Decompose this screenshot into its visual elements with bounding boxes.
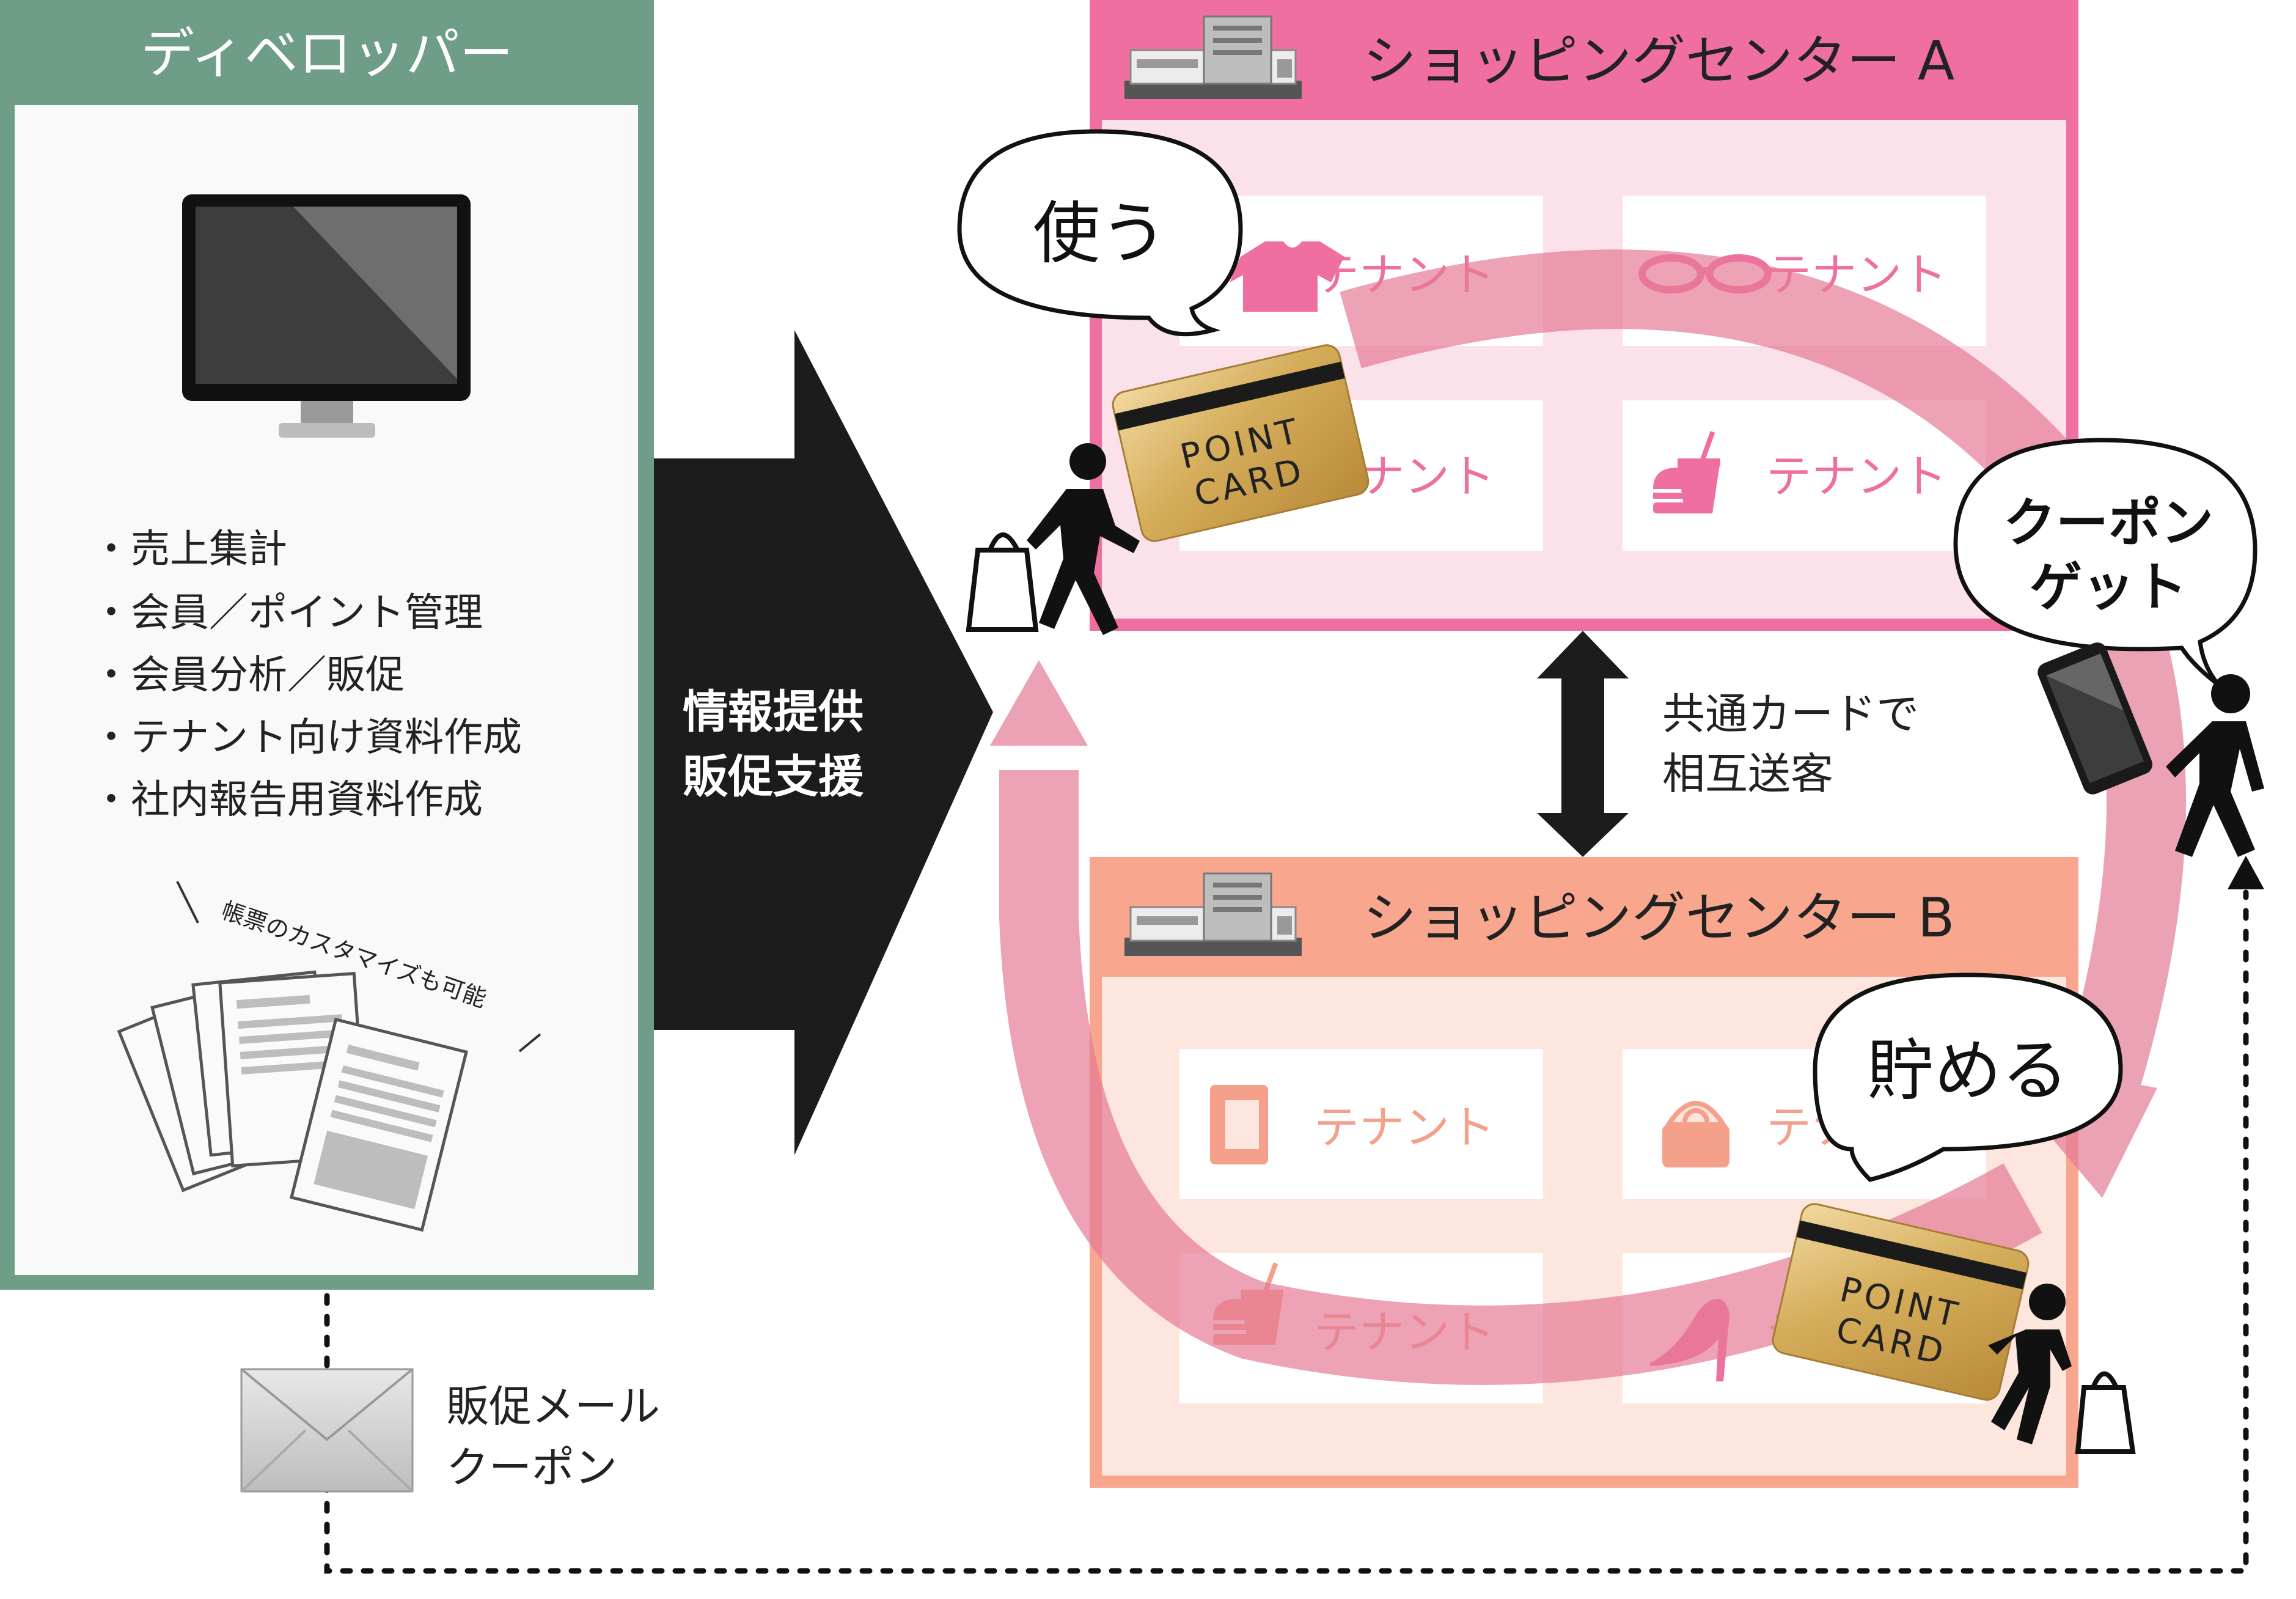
tenant-label: テナント: [1314, 1101, 1495, 1154]
feature-item: ・会員／ポイント管理: [92, 590, 483, 636]
monitor-icon: [182, 194, 471, 438]
mutual-line1: 共通カードで: [1662, 689, 1919, 739]
smartphone-icon: [2037, 642, 2153, 795]
walker-icon: [2166, 674, 2264, 857]
developer-title: ディベロッパー: [141, 22, 513, 85]
arrow-label-line2: 販促支援: [683, 751, 864, 803]
coupon-bubble-line2: ゲット: [2030, 557, 2187, 618]
info-provision-arrow: 情報提供 販促支援: [654, 330, 993, 1155]
use-bubble-text: 使う: [1033, 194, 1167, 273]
developer-panel: ディベロッパー ・売上集計 ・会員／ポイント管理 ・会員分析／販促 ・テナント向…: [0, 0, 654, 1290]
documents-icon: [117, 970, 469, 1232]
coupon-bubble: クーポン ゲット: [1953, 438, 2257, 686]
envelope-icon: [240, 1368, 414, 1493]
feature-item: ・会員分析／販促: [92, 653, 405, 698]
shopping-center-b: ショッピングセンター B テナント テナント テナント テナント: [1090, 857, 2078, 1488]
mutual-line2: 相互送客: [1662, 749, 1833, 799]
ring-box-icon: [1662, 1101, 1729, 1167]
feature-item: ・売上集計: [92, 527, 287, 572]
developer-feature-list: ・売上集計 ・会員／ポイント管理 ・会員分析／販促 ・テナント向け資料作成 ・社…: [92, 527, 522, 823]
burger-drink-icon: [1653, 431, 1720, 513]
center-b-title: ショッピングセンター B: [1363, 886, 1954, 949]
point-card-icon: POINT CARD: [1772, 1203, 2030, 1401]
mall-building-icon: [1124, 872, 1302, 956]
center-a-title: ショッピングセンター A: [1363, 29, 1954, 92]
mail-path-arrowhead: [2228, 856, 2264, 889]
double-arrow-icon: [1537, 631, 1629, 857]
mail-line2: クーポン: [446, 1443, 617, 1493]
shopper-icon: [1988, 1284, 2136, 1454]
tshirt-icon: [1230, 241, 1344, 312]
point-card-icon: POINT CARD: [1112, 344, 1370, 542]
save-bubble-text: 貯める: [1867, 1032, 2069, 1110]
shopper-icon: [966, 443, 1140, 635]
book-icon: [1210, 1085, 1268, 1164]
feature-item: ・社内報告用資料作成: [92, 777, 483, 823]
feature-item: ・テナント向け資料作成: [92, 715, 522, 760]
mail-path: [324, 889, 2249, 1574]
tenant-label: テナント: [1766, 450, 1947, 503]
mall-building-icon: [1124, 15, 1302, 99]
use-bubble: 使う: [957, 129, 1243, 337]
arrow-label-line1: 情報提供: [683, 686, 864, 738]
coupon-bubble-line1: クーポン: [2003, 493, 2213, 554]
save-bubble: 貯める: [1813, 972, 2123, 1182]
mail-line1: 販促メール: [446, 1381, 660, 1432]
